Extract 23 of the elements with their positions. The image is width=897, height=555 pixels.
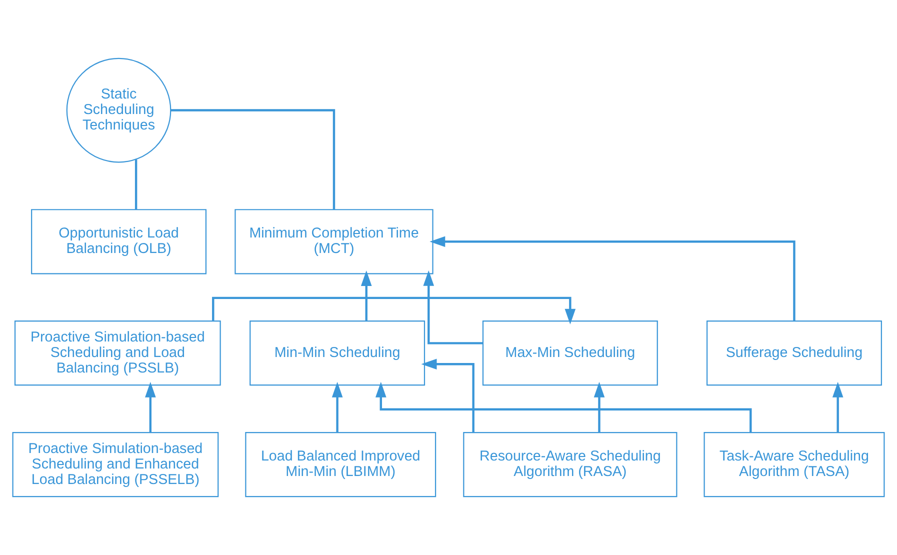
- node-box: Minimum Completion Time (MCT): [234, 209, 434, 274]
- node-circle: Static Scheduling Techniques: [66, 58, 172, 163]
- arrow: [423, 270, 483, 344]
- connector: [134, 160, 138, 210]
- arrow: [332, 382, 343, 432]
- node-box: Opportunistic Load Balancing (OLB): [31, 209, 207, 274]
- node-box: Proactive Simulation-based Scheduling and Enhanced Load Balancing (PSSELB): [12, 432, 219, 498]
- arrow: [594, 382, 605, 432]
- node-box: Task-Aware Scheduling Algorithm (TASA): [704, 432, 885, 498]
- node-box: Min-Min Scheduling: [250, 320, 426, 386]
- node-box: Load Balanced Improved Min-Min (LBIMM): [245, 432, 436, 498]
- arrow: [430, 236, 796, 321]
- arrow: [360, 270, 372, 321]
- arrow: [145, 382, 156, 432]
- arrow: [212, 296, 576, 324]
- connector: [170, 109, 336, 210]
- node-box: Proactive Simulation-based Scheduling and Load Balancing (PSSLB): [14, 320, 221, 386]
- arrow: [421, 358, 474, 433]
- arrow: [832, 382, 844, 432]
- node-box: Sufferage Scheduling: [706, 320, 882, 386]
- node-box: Resource-Aware Scheduling Algorithm (RASA): [463, 432, 678, 498]
- arrow: [375, 382, 752, 432]
- node-box: Max-Min Scheduling: [482, 320, 658, 386]
